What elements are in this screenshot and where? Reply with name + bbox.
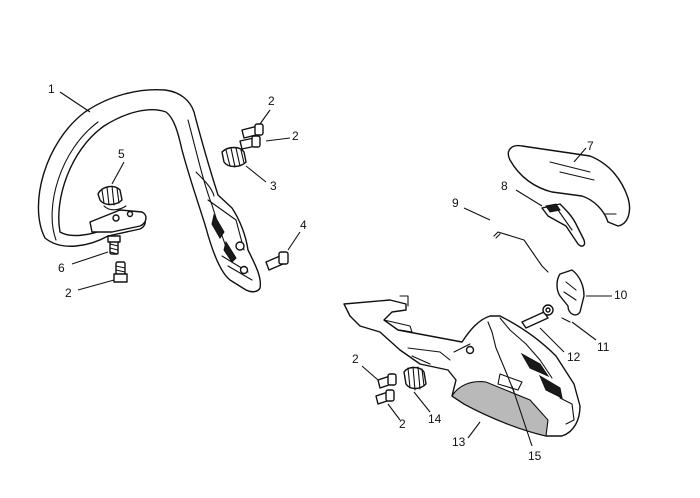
screw-handle-bottom [265,251,289,271]
callout-3: 3 [270,179,277,193]
rear-handle-body [343,295,581,437]
small-spring [521,304,554,329]
callout-2-c: 2 [65,286,72,300]
callout-6: 6 [58,261,65,275]
callout-7: 7 [587,139,594,153]
screw-rear-upper [377,373,397,389]
callout-13: 13 [452,435,466,449]
callout-11: 11 [597,340,610,354]
callout-2-a: 2 [268,94,275,108]
vibration-spring-rear [403,366,427,391]
screw-rear-lower [375,389,395,405]
screw-lower-left [113,261,128,283]
bolt-left [107,235,121,255]
rear-handle-cover [507,144,631,227]
callout-10: 10 [614,288,628,302]
callout-2-b: 2 [292,129,299,143]
callout-1: 1 [48,82,55,96]
vibration-spring-left [97,185,127,211]
callout-4: 4 [300,218,307,232]
callout-14: 14 [428,412,442,426]
callout-12: 12 [567,350,581,364]
throttle-rod [493,231,549,273]
screw-upper-right [239,135,261,150]
callout-9: 9 [452,196,459,210]
front-handle-bar [37,88,262,293]
callout-5: 5 [118,147,125,161]
callout-8: 8 [501,179,508,193]
screw-upper-left [241,123,264,139]
callout-2-d: 2 [352,352,359,366]
callout-2-e: 2 [399,417,406,431]
throttle-lever [541,203,586,247]
callout-15: 15 [528,449,542,463]
leader-lines [59,91,612,447]
pin [561,317,571,323]
callout-labels: 1 2 2 3 4 5 6 2 7 8 9 10 11 12 2 14 2 13… [48,82,628,463]
vibration-spring-upper [221,146,247,168]
trigger-lockout [556,269,585,316]
